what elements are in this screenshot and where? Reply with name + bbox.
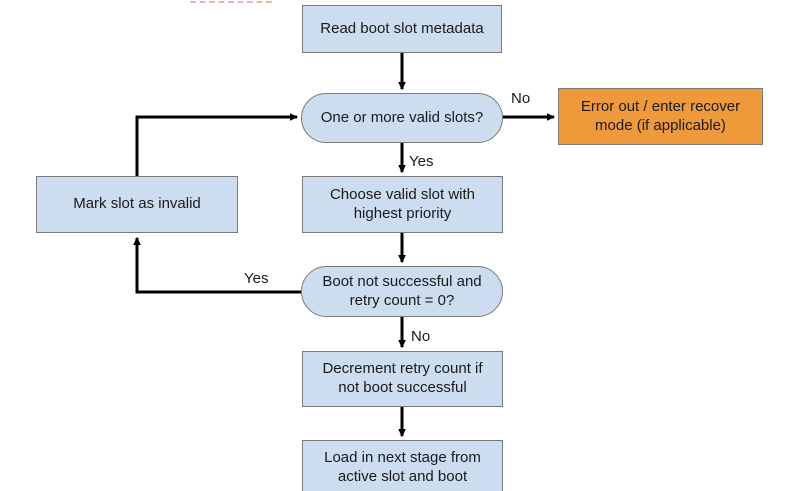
edge-label-yes-valid-slots: Yes	[409, 153, 434, 170]
node-one-or-more-valid-slots[interactable]: One or more valid slots?	[301, 93, 503, 143]
node-label: Load in next stage from active slot and …	[324, 449, 481, 485]
node-read-boot-slot-metadata[interactable]: Read boot slot metadata	[302, 5, 502, 53]
node-label: Choose valid slot with highest priority	[329, 185, 476, 222]
node-decrement-retry-count[interactable]: Decrement retry count if not boot succes…	[302, 351, 503, 407]
top-dashed-rule	[190, 1, 272, 3]
node-boot-not-successful-retry-zero[interactable]: Boot not successful and retry count = 0?	[301, 266, 503, 317]
node-label: One or more valid slots?	[320, 108, 484, 126]
node-label: Boot not successful and retry count = 0?	[322, 272, 482, 309]
node-mark-slot-as-invalid[interactable]: Mark slot as invalid	[36, 176, 238, 233]
edge-mark-invalid-to-valid-slots	[135, 113, 299, 176]
node-load-next-stage[interactable]: Load in next stage from active slot and …	[302, 440, 503, 491]
node-label: Mark slot as invalid	[73, 195, 201, 213]
node-label: Decrement retry count if not boot succes…	[322, 360, 483, 396]
edge-boot-check-to-mark-invalid	[133, 236, 301, 294]
node-label: Read boot slot metadata	[320, 19, 484, 37]
edge-label-no-valid-slots: No	[511, 90, 531, 107]
node-error-out-enter-recover-mode[interactable]: Error out / enter recover mode (if appli…	[558, 88, 763, 145]
node-label: Error out / enter recover mode (if appli…	[580, 97, 741, 134]
node-choose-valid-slot-highest-priority[interactable]: Choose valid slot with highest priority	[302, 176, 503, 233]
edge-label-yes-retry-exhausted: Yes	[244, 270, 269, 287]
edge-label-no-retry-remaining: No	[411, 328, 431, 345]
